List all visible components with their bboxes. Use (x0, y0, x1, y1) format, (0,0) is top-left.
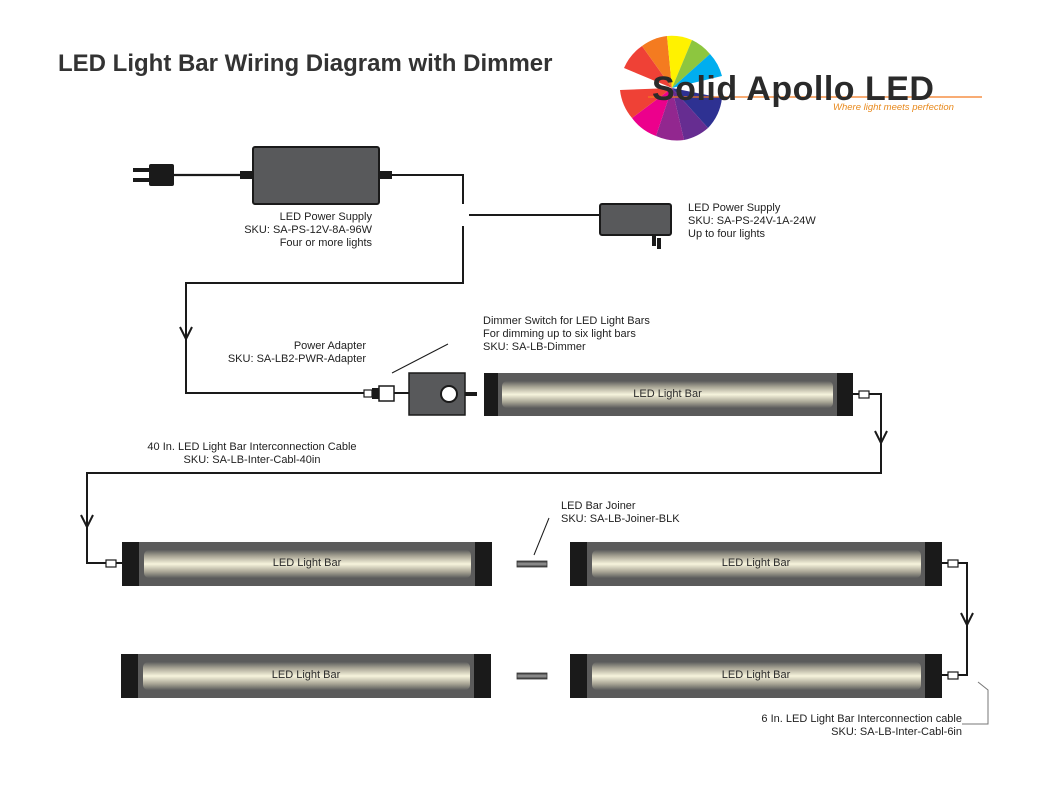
power-supply-main-note: Four or more lights (279, 237, 372, 249)
logo-segment (672, 40, 710, 88)
dimmer-line1: Dimmer Switch for LED Light Bars (483, 315, 650, 327)
power-adapter-name: Power Adapter (293, 340, 366, 352)
wall-plug-icon (133, 164, 174, 186)
joiner-sku: SKU: SA-LB-Joiner-BLK (561, 513, 680, 525)
power-adapter-sku: SKU: SA-LB2-PWR-Adapter (227, 353, 366, 365)
light-bar-label: LED Light Bar (272, 557, 342, 569)
logo-mark (620, 35, 982, 141)
led-light-bar (121, 654, 491, 698)
cable-6-name: 6 In. LED Light Bar Interconnection cabl… (761, 713, 962, 725)
flow-arrow-icon (80, 514, 94, 530)
dimmer-sku: SKU: SA-LB-Dimmer (483, 341, 586, 353)
dimmer-knob-icon (440, 385, 458, 403)
power-supply-main-name: LED Power Supply (279, 211, 372, 223)
cable-40-sku: SKU: SA-LB-Inter-Cabl-40in (183, 454, 321, 466)
light-bar-label: LED Light Bar (721, 557, 791, 569)
diagram-title: LED Light Bar Wiring Diagram with Dimmer (58, 50, 553, 77)
logo-tagline: Where light meets perfection (833, 102, 954, 113)
dimmer-label: Dimmer Switch for LED Light Bars For dim… (483, 315, 650, 354)
cable-40-name: 40 In. LED Light Bar Interconnection Cab… (147, 441, 357, 453)
power-supply-small (599, 203, 672, 236)
flow-arrow-icon (874, 430, 888, 446)
flow-arrow-icon (179, 326, 193, 342)
joiner-label: LED Bar Joiner SKU: SA-LB-Joiner-BLK (561, 500, 680, 526)
led-light-bar (570, 542, 942, 586)
logo-segment (642, 36, 672, 88)
logo-segment (624, 46, 672, 88)
cable-6-label: 6 In. LED Light Bar Interconnection cabl… (761, 713, 962, 739)
bar-joiner (516, 672, 548, 680)
led-light-bar (484, 373, 853, 416)
bar-joiner (516, 560, 548, 568)
power-adapter (363, 385, 409, 402)
led-light-bar (570, 654, 942, 698)
dimmer-line2: For dimming up to six light bars (483, 328, 636, 340)
power-supply-small-note: Up to four lights (688, 228, 766, 240)
logo-segment (667, 35, 692, 88)
flow-arrow-icon (960, 612, 974, 628)
power-supply-small-sku: SKU: SA-PS-24V-1A-24W (688, 215, 816, 227)
power-supply-main-label: LED Power Supply SKU: SA-PS-12V-8A-96W F… (244, 211, 372, 250)
power-supply-main-sku: SKU: SA-PS-12V-8A-96W (244, 224, 372, 236)
logo-segment (620, 88, 672, 118)
cable-connector (853, 390, 870, 399)
logo-segment (632, 88, 672, 136)
logo-brand-name: Solid Apollo LED (652, 70, 935, 108)
light-bar-label: LED Light Bar (271, 669, 341, 681)
power-supply-main (252, 146, 380, 205)
logo-segment (656, 88, 684, 141)
cable-6-sku: SKU: SA-LB-Inter-Cabl-6in (831, 726, 962, 738)
light-bar-label: LED Light Bar (633, 388, 702, 400)
light-bar-label: LED Light Bar (721, 669, 791, 681)
logo-segment (672, 54, 722, 88)
logo-segment (672, 88, 722, 128)
cable-40-label: 40 In. LED Light Bar Interconnection Cab… (145, 441, 359, 467)
joiner-name: LED Bar Joiner (561, 500, 636, 512)
power-adapter-label: Power Adapter SKU: SA-LB2-PWR-Adapter (228, 340, 366, 366)
power-supply-small-name: LED Power Supply (688, 202, 781, 214)
power-supply-small-label: LED Power Supply SKU: SA-PS-24V-1A-24W U… (688, 202, 816, 241)
led-light-bar (122, 542, 492, 586)
